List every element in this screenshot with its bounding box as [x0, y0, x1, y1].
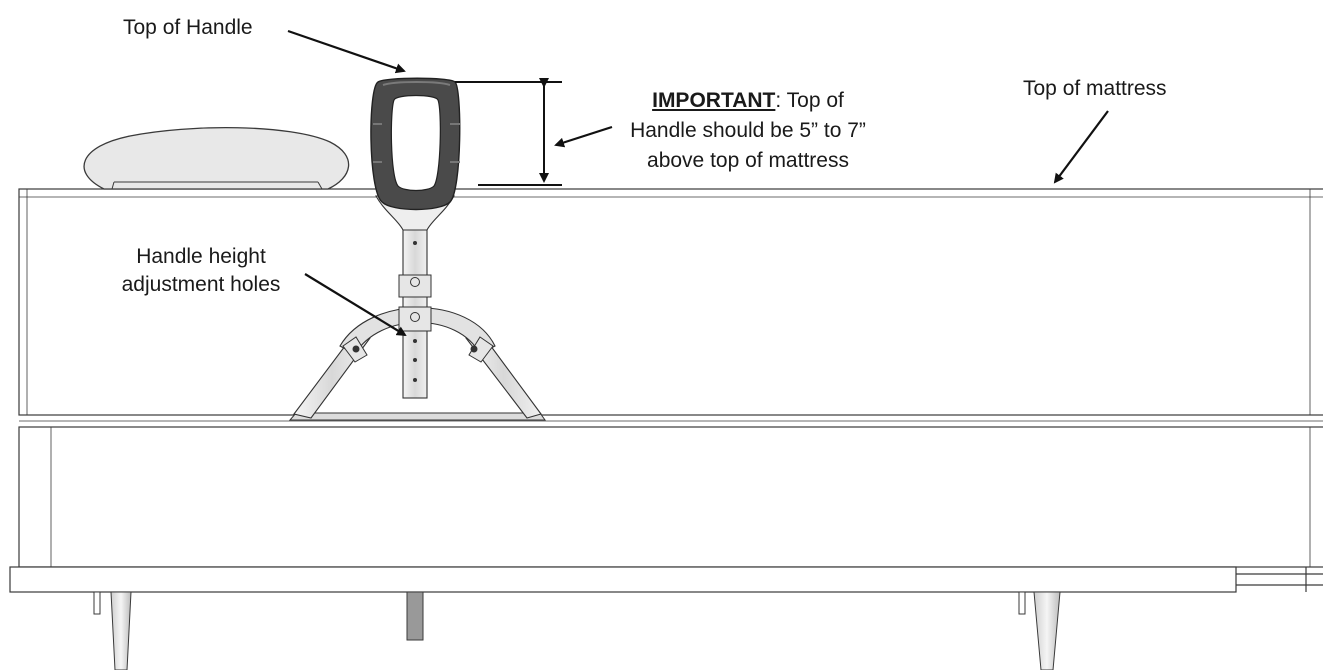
height-adjustment-holes — [413, 241, 417, 382]
important-line-3: above top of mattress — [647, 149, 849, 172]
important-line-1: IMPORTANT: Top of — [618, 86, 878, 116]
adjustment-line-1: Handle height — [136, 245, 266, 268]
important-rest: : Top of — [775, 89, 844, 112]
label-top-of-handle: Top of Handle — [123, 16, 253, 39]
label-top-of-mattress: Top of mattress — [1023, 77, 1167, 100]
adjustment-line-2: adjustment holes — [121, 273, 281, 296]
bed-frame-rail — [9, 566, 1323, 593]
mattress — [18, 188, 1323, 422]
box-spring — [18, 426, 1323, 568]
bed-legs — [93, 591, 1061, 670]
arrow-important — [554, 125, 613, 148]
arrow-adjustment-holes — [304, 273, 407, 337]
adjustment-holes-label: Handle height adjustment holes — [96, 243, 306, 299]
bed-handle — [288, 77, 546, 421]
arrow-top-of-mattress — [1053, 110, 1109, 184]
important-keyword: IMPORTANT — [652, 89, 776, 112]
callout-arrows — [287, 29, 1109, 337]
height-dimension — [455, 78, 562, 186]
arrow-top-of-handle — [287, 29, 406, 74]
important-note: IMPORTANT: Top of Handle should be 5” to… — [618, 86, 878, 176]
pillow — [83, 126, 350, 190]
important-line-2: Handle should be 5” to 7” — [630, 119, 866, 142]
